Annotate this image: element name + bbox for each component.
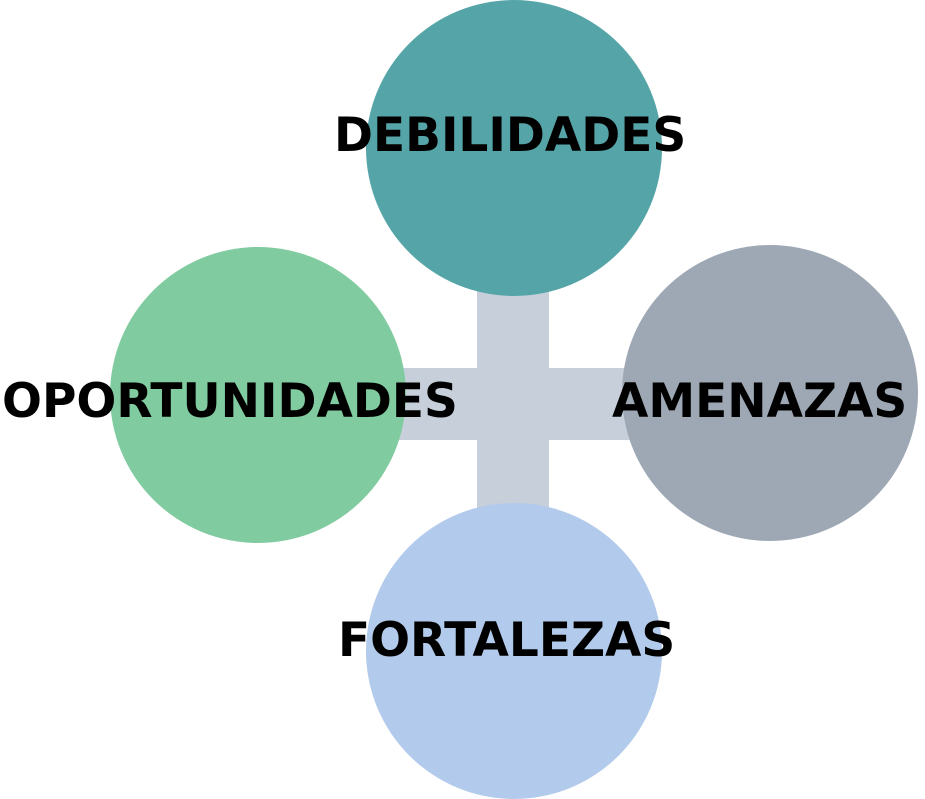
debilidades-label: DEBILIDADES bbox=[334, 108, 687, 163]
oportunidades-label: OPORTUNIDADES bbox=[2, 374, 458, 429]
oportunidades-circle bbox=[110, 247, 406, 543]
amenazas-label: AMENAZAS bbox=[612, 374, 908, 429]
amenazas-circle bbox=[622, 245, 918, 541]
fortalezas-circle bbox=[366, 503, 662, 799]
connector-horizontal-bar bbox=[380, 368, 650, 440]
fortalezas-label: FORTALEZAS bbox=[338, 613, 676, 668]
debilidades-circle bbox=[366, 0, 662, 296]
